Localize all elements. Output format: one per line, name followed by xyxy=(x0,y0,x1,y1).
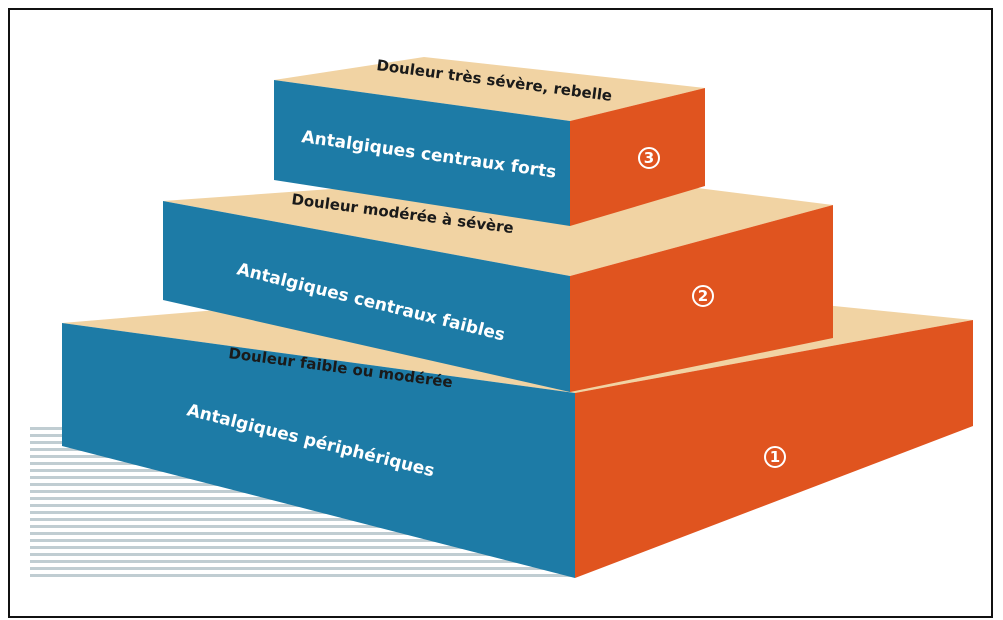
step-1-side-face xyxy=(575,320,973,578)
step-2-side-face xyxy=(570,205,833,392)
step-3-side-face xyxy=(570,88,705,226)
step-2-front-face xyxy=(163,201,570,392)
step-3-front-face xyxy=(274,80,570,226)
step-3-number: 3 xyxy=(644,149,654,167)
step-3: Douleur très sévère, rebelle Antalgiques… xyxy=(274,56,705,226)
step-1-number-badge xyxy=(764,446,786,468)
step-2-number-badge xyxy=(692,285,714,307)
step-3-top-face xyxy=(274,57,705,121)
step-1-number: 1 xyxy=(770,448,780,466)
step-3-number-badge xyxy=(638,147,660,169)
step-2-top-face xyxy=(163,172,833,276)
step-2-number: 2 xyxy=(698,287,708,305)
step-1-front-face xyxy=(62,323,575,578)
